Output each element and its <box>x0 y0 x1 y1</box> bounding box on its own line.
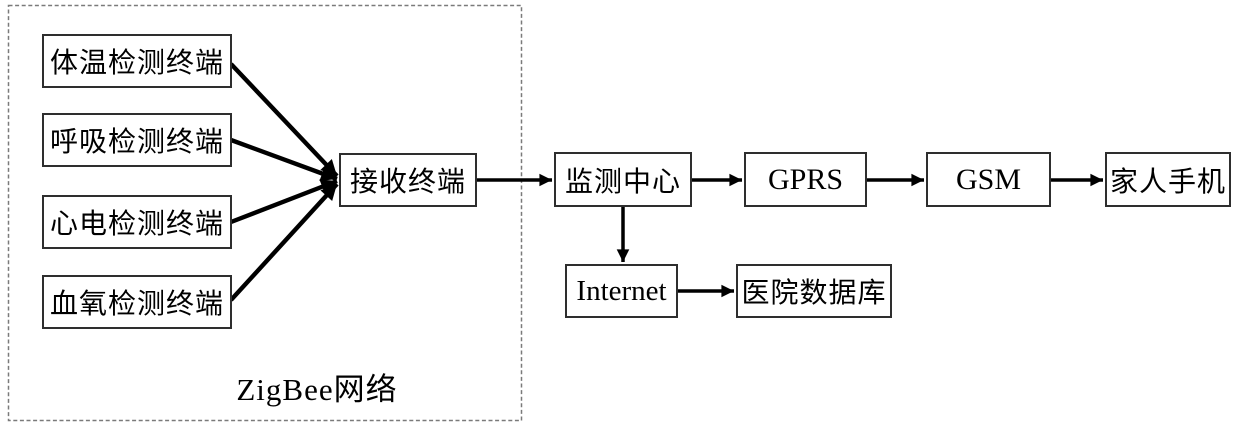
edge-resp-to-receiver <box>230 137 338 182</box>
node-hospital-database: 医院数据库 <box>736 264 892 318</box>
node-body-temperature-terminal: 体温检测终端 <box>42 34 232 88</box>
zigbee-network-label: ZigBee网络 <box>236 372 398 407</box>
node-monitoring-center: 监测中心 <box>554 152 692 207</box>
node-respiration-terminal: 呼吸检测终端 <box>42 113 232 167</box>
node-gsm: GSM <box>926 152 1051 207</box>
edge-spo2-to-receiver <box>229 182 339 302</box>
node-blood-oxygen-terminal: 血氧检测终端 <box>42 275 232 329</box>
node-family-phone: 家人手机 <box>1105 152 1231 207</box>
node-ecg-terminal: 心电检测终端 <box>42 195 232 249</box>
zigbee-network-group-border <box>7 4 523 422</box>
edge-ecg-to-receiver <box>230 178 338 225</box>
node-receiving-terminal: 接收终端 <box>339 153 477 207</box>
node-gprs: GPRS <box>744 152 867 207</box>
edge-temp-to-receiver <box>229 62 339 178</box>
node-internet: Internet <box>565 264 678 318</box>
